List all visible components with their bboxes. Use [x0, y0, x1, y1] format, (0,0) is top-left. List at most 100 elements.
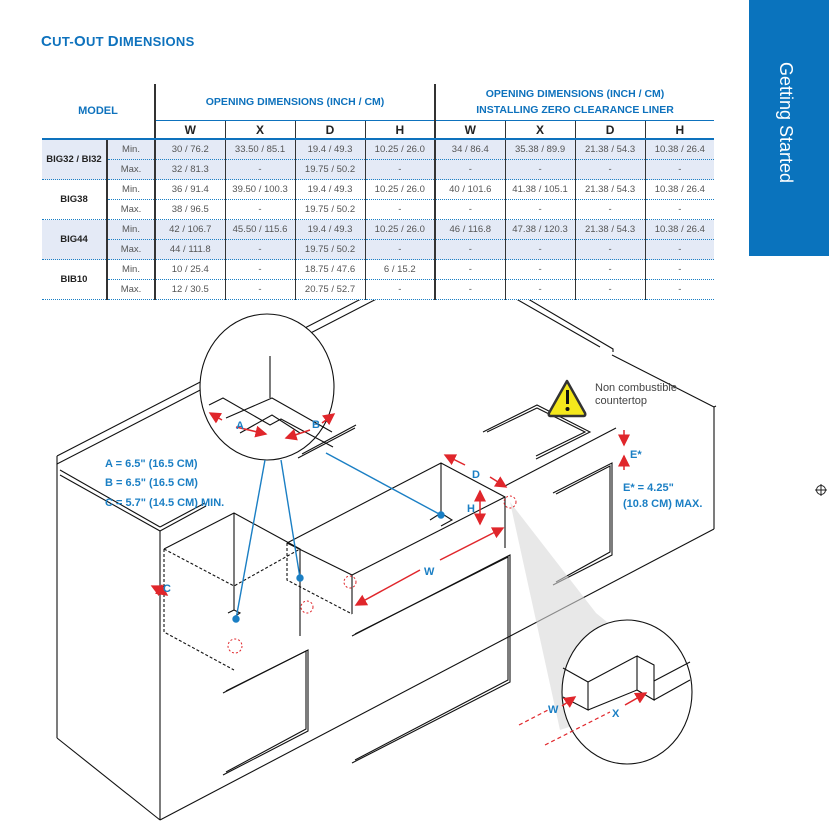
- dimension-cell: -: [505, 279, 576, 300]
- dimension-cell: 40 / 101.6: [435, 179, 506, 200]
- cutout-dimensions-table: MODEL OPENING DIMENSIONS (INCH / CM) OPE…: [42, 84, 715, 300]
- dimension-cell: 19.75 / 50.2: [295, 239, 366, 260]
- label-d: D: [472, 469, 480, 481]
- dimension-cell: 44 / 111.8: [155, 239, 226, 260]
- dimension-cell: -: [225, 259, 296, 280]
- e-note-line2: (10.8 CM) MAX.: [623, 498, 702, 510]
- table-row: Max.32 / 81.3-19.75 / 50.2-----: [42, 159, 715, 180]
- dimension-cell: 32 / 81.3: [155, 159, 226, 180]
- dimension-cell: 21.38 / 54.3: [575, 139, 646, 160]
- dimension-cell: -: [645, 239, 715, 260]
- table-row: Max.44 / 111.8-19.75 / 50.2-----: [42, 239, 715, 260]
- e-note-line1: E* = 4.25": [623, 482, 674, 494]
- model-name: BIG32 / BI32: [42, 139, 108, 180]
- label-a: A: [236, 420, 244, 432]
- row-label: Min.: [107, 259, 157, 280]
- row-label: Max.: [107, 159, 157, 180]
- dimension-cell: 35.38 / 89.9: [505, 139, 576, 160]
- label-w: W: [424, 566, 435, 578]
- column-header: W: [434, 120, 506, 140]
- dimension-cell: 10.38 / 26.4: [645, 179, 715, 200]
- dimension-cell: 30 / 76.2: [155, 139, 226, 160]
- warning-text-line2: countertop: [595, 395, 647, 407]
- dimension-cell: 19.75 / 50.2: [295, 159, 366, 180]
- dimension-cell: 21.38 / 54.3: [575, 179, 646, 200]
- row-label: Max.: [107, 239, 157, 260]
- dimension-cell: 20.75 / 52.7: [295, 279, 366, 300]
- dimension-cell: 18.75 / 47.6: [295, 259, 366, 280]
- dimension-cell: 19.4 / 49.3: [295, 179, 366, 200]
- title-part-2: UT: [85, 34, 108, 49]
- dimension-cell: -: [365, 159, 437, 180]
- row-label: Max.: [107, 279, 157, 300]
- countertop-island-drawing: [56, 300, 717, 821]
- dimension-cell: -: [365, 279, 437, 300]
- dimension-cell: 42 / 106.7: [155, 219, 226, 240]
- title-cap-3: D: [107, 33, 119, 50]
- zero-clearance-header-line1: OPENING DIMENSIONS (INCH / CM): [485, 88, 665, 100]
- note-c: C = 5.7" (14.5 CM) MIN.: [105, 497, 224, 509]
- dimension-cell: 12 / 30.5: [155, 279, 226, 300]
- dimension-cell: -: [435, 259, 506, 280]
- dimension-cell: -: [505, 159, 576, 180]
- side-tab-label: Getting Started: [776, 62, 796, 184]
- column-header: W: [154, 120, 226, 140]
- registration-mark-icon: [815, 484, 827, 496]
- dimension-cell: -: [225, 199, 296, 220]
- model-name: BIB10: [42, 259, 108, 300]
- zero-clearance-header: OPENING DIMENSIONS (INCH / CM) INSTALLIN…: [434, 84, 715, 121]
- column-header: H: [644, 120, 715, 140]
- dimension-cell: -: [645, 199, 715, 220]
- dimension-cell: 46 / 116.8: [435, 219, 506, 240]
- dimension-cell: -: [645, 279, 715, 300]
- label-w-detail: W: [548, 704, 559, 716]
- column-header: X: [224, 120, 296, 140]
- dimension-cell: 10.38 / 26.4: [645, 219, 715, 240]
- dimension-cell: -: [645, 259, 715, 280]
- dimension-cell: -: [575, 199, 646, 220]
- dimension-cell: -: [505, 239, 576, 260]
- dimension-cell: -: [575, 239, 646, 260]
- warning-text-line1: Non combustible: [595, 382, 677, 394]
- dimension-cell: -: [505, 199, 576, 220]
- row-label: Min.: [107, 219, 157, 240]
- dimension-cell: 10 / 25.4: [155, 259, 226, 280]
- title-cap-2: O: [73, 33, 86, 50]
- dimension-cell: 19.75 / 50.2: [295, 199, 366, 220]
- dimension-cell: 34 / 86.4: [435, 139, 506, 160]
- model-name: BIG44: [42, 219, 108, 260]
- detail-circle-corner: [199, 313, 335, 461]
- dashed-extension-lines: [518, 709, 611, 746]
- label-e: E*: [630, 449, 642, 461]
- dimension-cell: -: [365, 239, 437, 260]
- dimension-cell: 10.38 / 26.4: [645, 139, 715, 160]
- cutout-installation-diagram: A B C D H W W X E* E* = 4.25" (10.8 CM) …: [56, 300, 717, 821]
- section-title: CUT-OUT DIMENSIONS: [41, 33, 195, 50]
- label-b: B: [312, 419, 320, 431]
- opening-dimensions-header: OPENING DIMENSIONS (INCH / CM): [154, 84, 436, 121]
- dimension-cell: -: [435, 279, 506, 300]
- dimension-cell: 47.38 / 120.3: [505, 219, 576, 240]
- dimension-arrows: [150, 412, 648, 708]
- column-header: X: [504, 120, 576, 140]
- dimension-cell: 19.4 / 49.3: [295, 139, 366, 160]
- dimension-cell: 10.25 / 26.0: [365, 139, 437, 160]
- dimension-cell: -: [435, 159, 506, 180]
- note-b: B = 6.5" (16.5 CM): [105, 477, 198, 489]
- dimension-cell: 45.50 / 115.6: [225, 219, 296, 240]
- dimension-cell: -: [365, 199, 437, 220]
- corner-highlight-circles: [227, 495, 517, 654]
- dimension-cell: -: [645, 159, 715, 180]
- dimension-cell: -: [435, 199, 506, 220]
- leader-lines: [232, 452, 445, 623]
- dimension-cell: -: [225, 159, 296, 180]
- side-tab-getting-started[interactable]: Getting Started: [749, 0, 829, 256]
- dimension-cell: 36 / 91.4: [155, 179, 226, 200]
- zero-clearance-header-line2: INSTALLING ZERO CLEARANCE LINER: [476, 104, 674, 116]
- label-c: C: [163, 583, 171, 595]
- column-header: H: [364, 120, 436, 140]
- dimension-cell: -: [225, 279, 296, 300]
- row-label: Min.: [107, 179, 157, 200]
